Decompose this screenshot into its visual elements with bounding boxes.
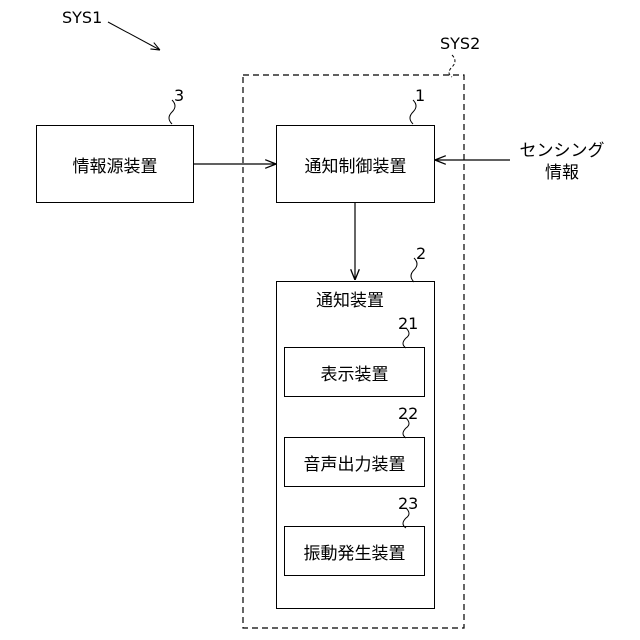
display-device-block: 表示装置 [284,347,425,397]
info-source-label: 情報源装置 [73,152,158,177]
ref-21: 21 [398,316,418,332]
sensing-info-label: センシング 情報 [512,140,612,184]
vibration-device-block: 振動発生装置 [284,526,425,576]
display-device-label: 表示装置 [321,360,389,385]
ref-1: 1 [415,88,425,104]
notify-control-label: 通知制御装置 [305,152,407,177]
sys2-label: SYS2 [440,36,480,52]
sensing-info-line2: 情報 [512,162,612,184]
ref-3: 3 [174,88,184,104]
ref-2: 2 [416,246,426,262]
audio-output-device-block: 音声出力装置 [284,437,425,487]
sys2-leader [449,55,455,77]
info-source-block: 情報源装置 [36,125,194,203]
notify-device-label: 通知装置 [316,293,384,310]
sys1-label: SYS1 [62,10,102,26]
audio-output-device-label: 音声出力装置 [304,450,406,475]
ref-22: 22 [398,406,418,422]
notify-control-block: 通知制御装置 [276,125,435,203]
vibration-device-label: 振動発生装置 [304,539,406,564]
sensing-info-line1: センシング [512,140,612,162]
sys1-pointer-arrow [108,22,160,50]
ref-23: 23 [398,496,418,512]
